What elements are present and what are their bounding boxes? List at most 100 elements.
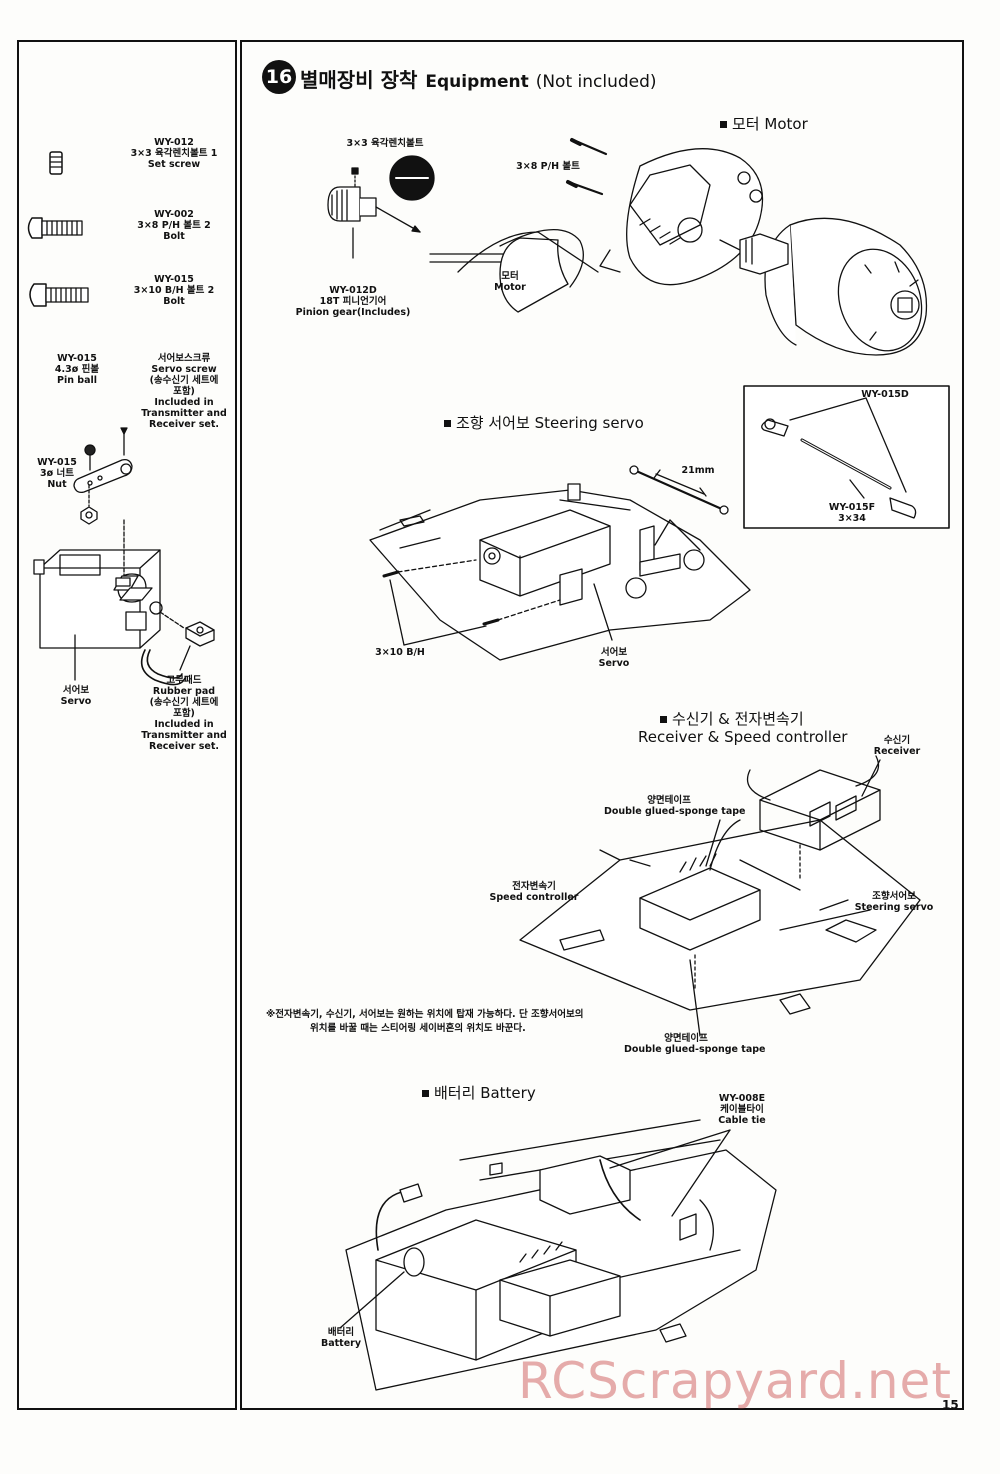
part-code: WY-002 [154,209,194,220]
text-line: Steering servo [854,901,934,913]
part-code: WY-015 [57,353,97,364]
receiver-label: 수신기 Receiver [864,735,930,758]
motor-label: 모터 Motor [488,271,532,294]
text-line: Motor [494,281,526,293]
ph-bolt-icon [27,217,83,239]
part-name-ko: 케이블타이 [720,1103,764,1115]
text-line: Included in [154,718,214,730]
text-line: 전자변속기 [512,881,556,892]
part-name-ko: 3×3 육각렌치볼트 1 [130,147,218,159]
bullet-square-icon [422,1090,429,1097]
text-line: Receiver [873,745,921,757]
part-code: WY-012 [154,137,194,148]
motor-can-icon [429,229,599,313]
inset-top-code: WY-015D [861,389,909,400]
servo-screw-label: 서어보스크류 Servo screw (송수신기 세트에 포함) Include… [134,353,234,430]
text-line: 서어보 [62,685,90,696]
section-title-en: Battery [480,1084,536,1102]
tape-label-bottom: 양면테이프 Double glued-sponge tape [624,1033,766,1056]
battery-chassis-icon [339,1119,777,1391]
note-line: ※전자변속기, 수신기, 서어보는 원하는 위치에 탑재 가능하다. 단 조향서… [266,1009,584,1020]
text-line: 배터리 [327,1327,355,1338]
text-line: Battery [320,1337,362,1349]
part-name-ko: 3ø 너트 [40,467,74,479]
servo-horn-assembly-icon [73,427,133,525]
part-name-ko: 3×10 B/H 볼트 2 [133,284,215,296]
text-line: Receiver set. [149,418,219,430]
text-line: Included in [154,396,214,408]
wy002-label: WY-002 3×8 P/H 볼트 2 Bolt [118,209,230,243]
cable-tie-label: WY-008E 케이블타이 Cable tie [712,1093,772,1127]
text-line: Double glued-sponge tape [624,1043,766,1055]
steering-servo-chassis-icon [369,465,751,661]
receiver-speed-controller-chassis-icon [519,755,921,1037]
text-line: Speed controller [489,891,579,903]
text-line: Rubber pad [152,685,216,697]
motor-setscrew-label: 3×3 육각렌치볼트 [346,138,424,149]
steering-bolt-label: 3×10 B/H [375,647,425,658]
text-line: Servo [598,657,630,669]
part-name-ko: 18T 피니언기어 [319,295,387,307]
text-line: 서어보 [600,647,628,658]
part-code: WY-015F [828,502,876,513]
text-line: Servo [60,695,92,707]
servo-label: 서어보 Servo [48,685,104,708]
part-code: WY-008E [718,1093,766,1104]
nut-label: WY-015 3ø 너트 Nut [22,457,92,491]
receiver-section-heading-en: Receiver & Speed controller [638,728,848,746]
text-line: 양면테이프 [647,795,691,806]
rubber-pad-label: 고무패드 Rubber pad (송수신기 세트에 포함) Included i… [132,675,236,752]
text-line: Double glued-sponge tape [604,805,746,817]
part-name-ko: 4.3ø 핀볼 [54,363,100,375]
part-name-en: Pinion gear(Includes) [295,306,411,318]
section-title-ko: 수신기 & 전자변속기 [672,710,804,728]
steering-section-heading: 조향 서어보 Steering servo [444,412,644,433]
pin-ball-label: WY-015 4.3ø 핀볼 Pin ball [42,353,112,387]
battery-label: 배터리 Battery [318,1327,364,1350]
text-line: 고무패드 [166,675,202,686]
section-title-ko: 조향 서어보 [456,414,530,432]
part-size: 3×34 [838,512,866,524]
bh-bolt-icon [29,283,89,307]
text-line: Transmitter and [141,729,227,741]
wy015-bolt-label: WY-015 3×10 B/H 볼트 2 Bolt [118,274,230,308]
pinion-gear-label: WY-012D 18T 피니언기어 Pinion gear(Includes) [288,285,418,319]
part-code: WY-012D [329,285,377,296]
section-title-en: Motor [764,115,808,133]
servo-unit-icon [33,519,215,686]
motor-mount-icon [566,138,779,286]
text-line: Transmitter and [141,407,227,419]
text-line: 수신기 [883,735,911,746]
page-number: 15 [942,1398,959,1412]
part-name-en: Nut [47,478,67,490]
part-name-en: Bolt [163,295,185,307]
step-title-note: (Not included) [535,72,657,92]
step-number-badge: 16 [262,60,296,94]
sidebar-panel [17,40,237,1410]
section-title-ko: 배터리 [434,1084,476,1102]
text-line: (송수신기 세트에 [149,374,219,386]
battery-section-heading: 배터리 Battery [422,1082,536,1103]
part-name-en: Set screw [147,158,201,170]
bullet-square-icon [444,420,451,427]
text-line: 모터 [501,271,519,282]
text-line: 포함) [173,707,195,719]
motor-section-heading: 모터 Motor [720,113,808,134]
inset-rod-label: WY-015F 3×34 [820,502,884,525]
note-line: 위치를 바꿀 때는 스티어링 세이버혼의 위치도 바꾼다. [310,1023,526,1035]
part-code: WY-015 [154,274,194,285]
step-title-en: Equipment [425,72,529,92]
bullet-square-icon [660,716,667,723]
part-name-en: Bolt [163,230,185,242]
text-line: 양면테이프 [664,1033,708,1044]
bullet-square-icon [720,121,727,128]
receiver-section-heading: 수신기 & 전자변속기 [660,708,804,729]
part-code: WY-015 [37,457,77,468]
part-name-ko: 3×8 P/H 볼트 2 [137,219,211,231]
steering-servo-label-2: 조향서어보 Steering servo [854,891,934,914]
text-line: 조향서어보 [872,891,916,902]
text-line: (송수신기 세트에 [149,696,219,708]
steering-servo-label: 서어보 Servo [592,647,636,670]
